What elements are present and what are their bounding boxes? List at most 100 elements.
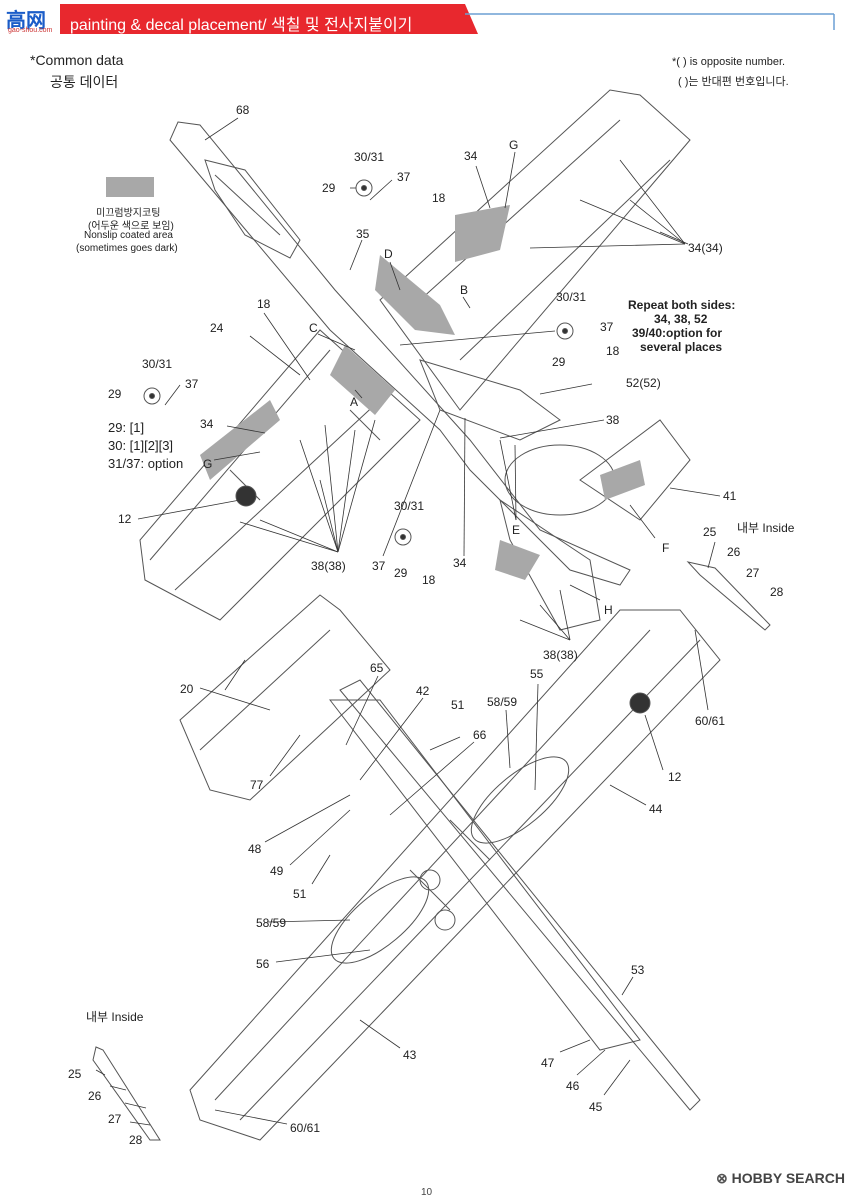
callout-29: 29 xyxy=(108,387,122,401)
callout-H: H xyxy=(604,603,613,617)
logo-sub-text: gao-shou.com xyxy=(8,27,53,34)
roundels-lower xyxy=(629,692,651,714)
legend-line1: 미끄럼방지코팅 xyxy=(96,208,161,219)
callout-27: 27 xyxy=(108,1112,122,1126)
callout-E: E xyxy=(512,523,520,537)
repeat-note-line1: Repeat both sides: xyxy=(628,298,736,312)
callout-28: 28 xyxy=(770,585,784,599)
opposite-note-en: *( ) is opposite number. xyxy=(672,56,786,68)
lower-aircraft xyxy=(179,594,721,1141)
callout-30-31: 30/31 xyxy=(142,357,172,371)
callout-30-31: 30/31 xyxy=(556,290,586,304)
callout-41: 41 xyxy=(723,489,737,503)
logo-main-text: 高网 xyxy=(6,8,46,32)
callout-12: 12 xyxy=(118,512,132,526)
callout-25: 25 xyxy=(703,525,717,539)
callout-30-31: 30/31 xyxy=(354,150,384,164)
upper-note-31-37: 31/37: option xyxy=(108,456,184,471)
upper-note-29: 29: [1] xyxy=(108,420,145,435)
inside-panel-upper xyxy=(686,561,771,631)
callout-37: 37 xyxy=(185,377,199,391)
watermark-text: HOBBY SEARCH xyxy=(731,1170,845,1186)
callout-58-59: 58/59 xyxy=(487,695,517,709)
callout-34-34: 34(34) xyxy=(688,241,723,255)
callout-37: 37 xyxy=(372,559,386,573)
callout-37: 37 xyxy=(397,170,411,184)
callout-46: 46 xyxy=(566,1079,580,1093)
callout-37: 37 xyxy=(600,320,614,334)
callout-F: F xyxy=(662,541,669,555)
callout-65: 65 xyxy=(370,661,384,675)
callout-labels: 68 30/31 29 37 18 34 G 34(34) D 35 B 30/… xyxy=(68,103,795,1147)
callout-27: 27 xyxy=(746,566,760,580)
callout-G: G xyxy=(203,457,212,471)
page-title: painting & decal placement/ 색칠 및 전사지붙이기 xyxy=(70,17,413,34)
leader-lines xyxy=(95,117,721,1126)
legend-line2: (어두운 색으로 보임) xyxy=(88,221,174,232)
site-logo: 高网 gao-shou.com xyxy=(6,4,66,36)
callout-34: 34 xyxy=(464,149,478,163)
callout-44: 44 xyxy=(649,802,663,816)
callout-20: 20 xyxy=(180,682,194,696)
common-data-ko: 공통 데이터 xyxy=(50,74,119,90)
legend-line4: (sometimes goes dark) xyxy=(76,243,178,254)
callout-68: 68 xyxy=(236,103,250,117)
roundels-upper xyxy=(143,179,574,546)
callout-18: 18 xyxy=(432,191,446,205)
legend-line3: Nonslip coated area xyxy=(84,230,173,241)
callout-52-52: 52(52) xyxy=(626,376,661,390)
callout-43: 43 xyxy=(403,1048,417,1062)
callout-18: 18 xyxy=(422,573,436,587)
nonslip-swatch xyxy=(106,177,154,197)
callout-47: 47 xyxy=(541,1056,555,1070)
watermark-icon: ⊗ xyxy=(716,1170,732,1186)
callout-28: 28 xyxy=(129,1133,143,1147)
callout-12: 12 xyxy=(668,770,682,784)
callout-C: C xyxy=(309,321,318,335)
callout-18: 18 xyxy=(606,344,620,358)
callout-53: 53 xyxy=(631,963,645,977)
callout-77: 77 xyxy=(250,778,264,792)
callout-55: 55 xyxy=(530,667,544,681)
callout-B: B xyxy=(460,283,468,297)
upper-aircraft xyxy=(139,89,691,631)
callout-29: 29 xyxy=(322,181,336,195)
callout-26: 26 xyxy=(727,545,741,559)
callout-38-38: 38(38) xyxy=(311,559,346,573)
callout-48: 48 xyxy=(248,842,262,856)
common-data-en: *Common data xyxy=(30,52,124,68)
inside-panel-lower xyxy=(92,1046,161,1141)
watermark: ⊗ HOBBY SEARCH xyxy=(716,1170,845,1187)
callout-60-61: 60/61 xyxy=(290,1121,320,1135)
header-bar: 高网 gao-shou.com painting & decal placeme… xyxy=(0,0,850,40)
inside-label: 내부 Inside xyxy=(86,1010,144,1024)
repeat-note-line3: 39/40:option for xyxy=(632,326,723,340)
callout-66: 66 xyxy=(473,728,487,742)
callout-A: A xyxy=(350,395,358,409)
callout-29: 29 xyxy=(552,355,566,369)
callout-58-59: 58/59 xyxy=(256,916,286,930)
repeat-note-line4: several places xyxy=(640,340,723,354)
callout-60-61: 60/61 xyxy=(695,714,725,728)
callout-38: 38 xyxy=(606,413,620,427)
callout-51: 51 xyxy=(451,698,465,712)
header-banner xyxy=(60,4,835,34)
callout-G: G xyxy=(509,138,518,152)
callout-38-38: 38(38) xyxy=(543,648,578,662)
repeat-note-line2: 34, 38, 52 xyxy=(654,312,708,326)
callout-35: 35 xyxy=(356,227,370,241)
callout-26: 26 xyxy=(88,1089,102,1103)
callout-29: 29 xyxy=(394,566,408,580)
opposite-note-ko: ( )는 반대편 번호입니다. xyxy=(678,76,789,88)
inside-label: 내부 Inside xyxy=(737,521,795,535)
upper-note-30: 30: [1][2][3] xyxy=(108,438,174,453)
callout-45: 45 xyxy=(589,1100,603,1114)
callout-34: 34 xyxy=(453,556,467,570)
callout-18: 18 xyxy=(257,297,271,311)
callout-D: D xyxy=(384,247,393,261)
callout-30-31: 30/31 xyxy=(394,499,424,513)
callout-42: 42 xyxy=(416,684,430,698)
callout-49: 49 xyxy=(270,864,284,878)
callout-24: 24 xyxy=(210,321,224,335)
